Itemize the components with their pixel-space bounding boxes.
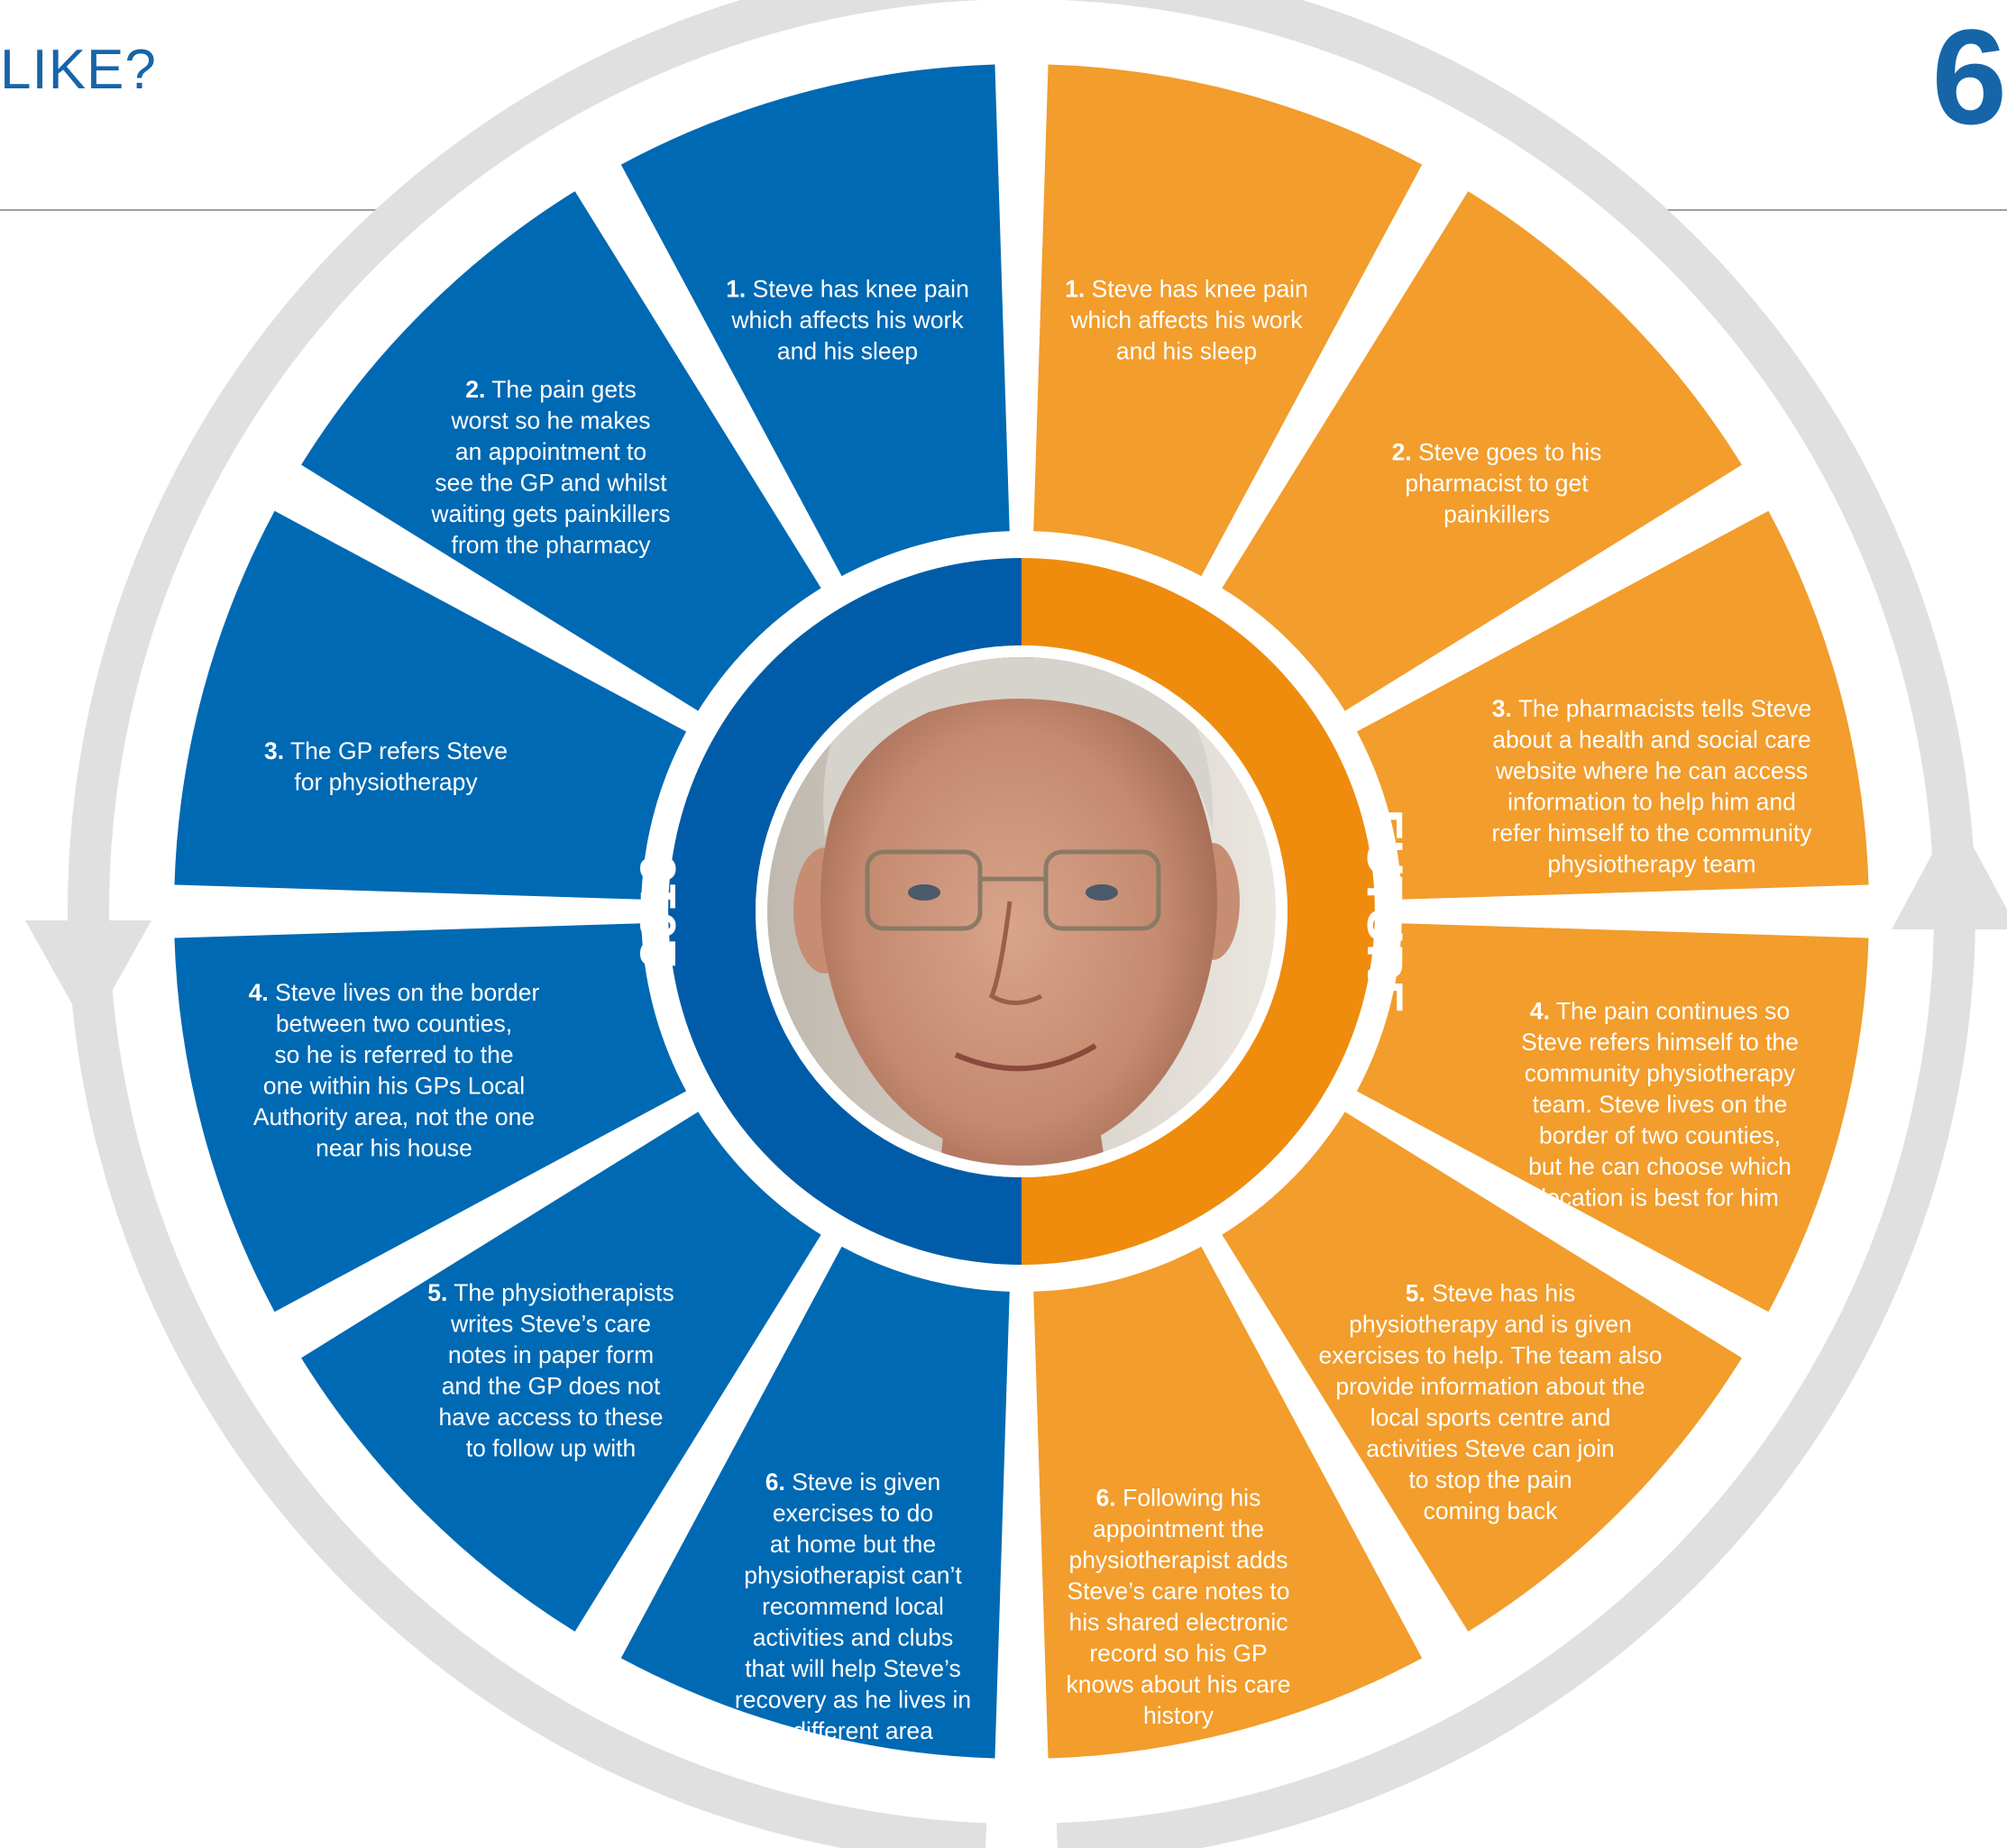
label-2016: 2016	[629, 855, 686, 968]
ring-future	[1022, 558, 1375, 1265]
2016-step-6-segment	[620, 1229, 1011, 1759]
future-step-4-segment	[1339, 922, 1869, 1313]
cycle-arrow-down-icon	[25, 920, 151, 1033]
patient-photo	[767, 657, 1276, 1166]
journey-segments	[174, 64, 1869, 1759]
2016-step-3-segment	[174, 510, 704, 901]
ring-2016	[668, 558, 1022, 1265]
future-step-6-segment	[1032, 1229, 1423, 1759]
future-step-1-segment	[1032, 64, 1423, 594]
header-rule-right	[1634, 209, 2007, 211]
2016-step-2-segment	[301, 191, 832, 722]
cycle-ring	[25, 0, 2007, 1848]
2016-step-1-segment	[620, 64, 1011, 594]
header-rule-left	[0, 209, 394, 211]
future-step-5-segment	[1211, 1101, 1742, 1632]
cycle-arrow-up-icon	[1892, 812, 2007, 929]
future-step-3-segment	[1339, 510, 1869, 901]
page-number: 6	[1931, 1, 2007, 152]
page-heading: LIKE?	[0, 39, 157, 101]
2016-step-5-segment	[301, 1101, 832, 1632]
future-step-2-segment	[1211, 191, 1742, 722]
2016-step-4-segment	[174, 922, 704, 1313]
label-future: FUTURE	[1357, 809, 1414, 1013]
